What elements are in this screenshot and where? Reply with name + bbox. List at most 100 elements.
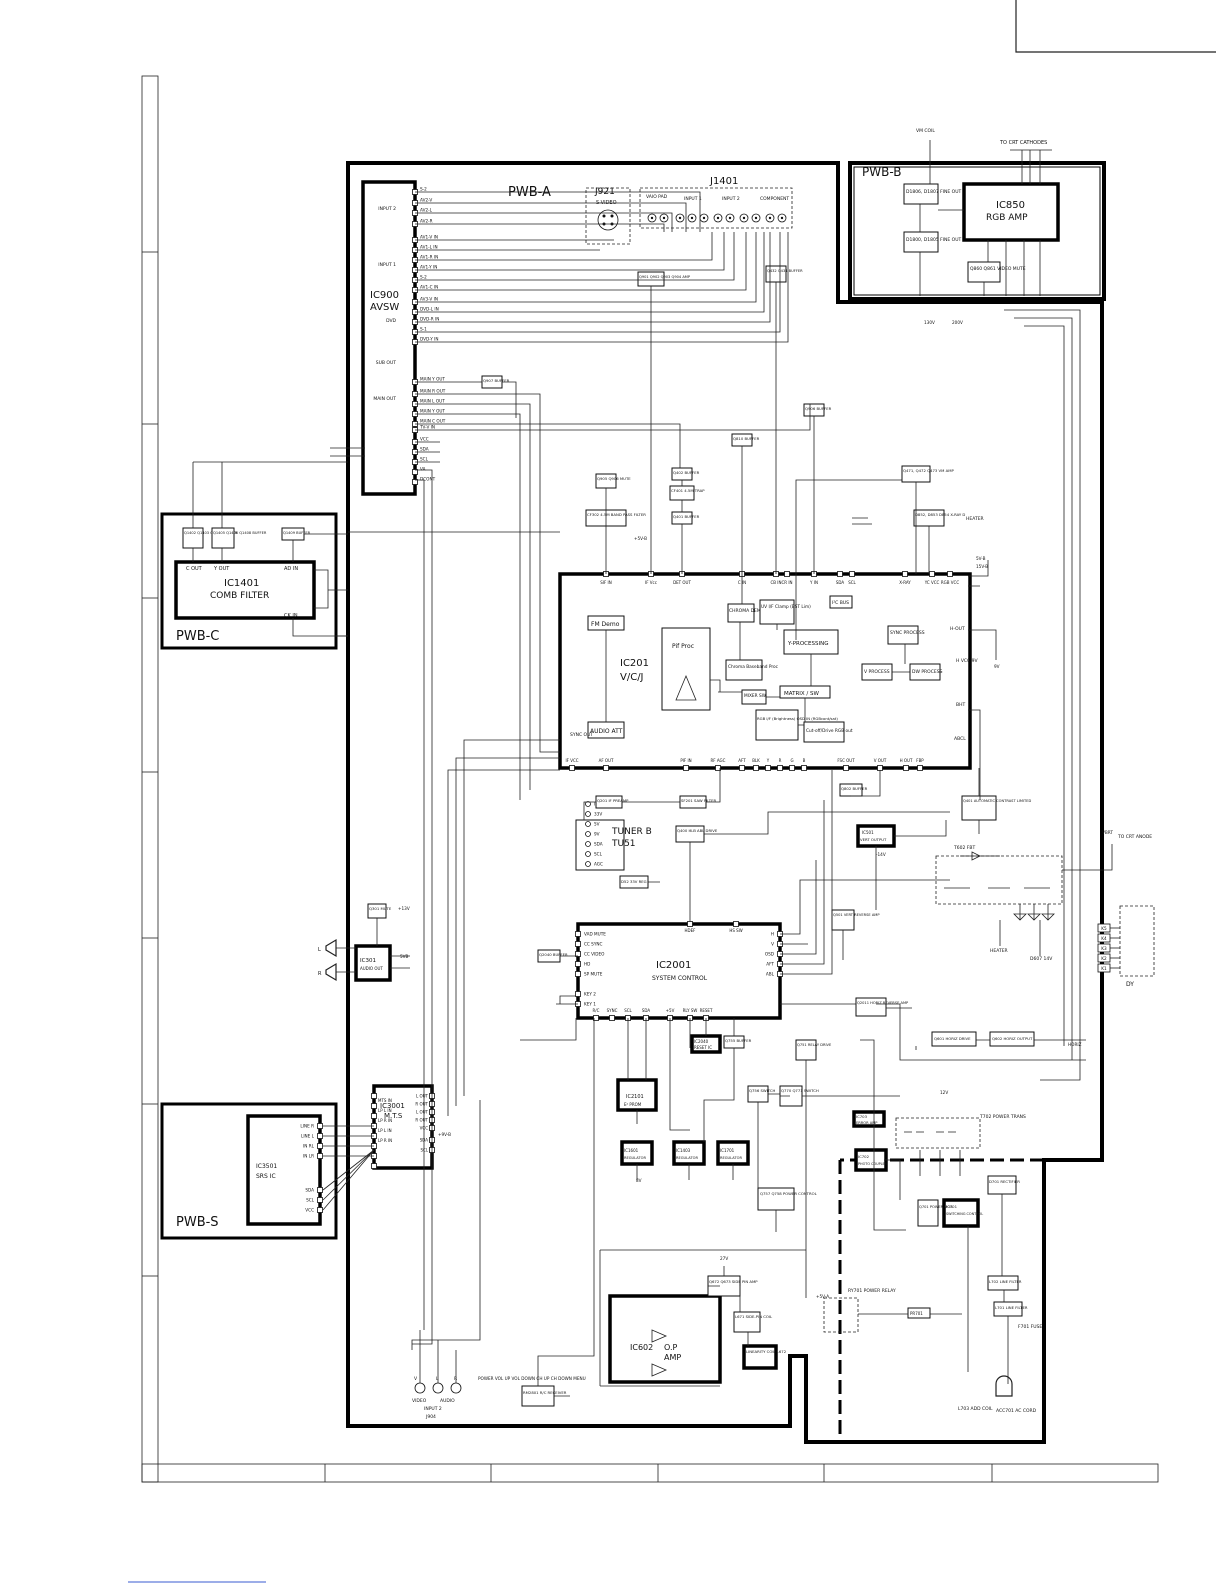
rca-jack-center — [728, 216, 732, 220]
ic1401-name: IC1401 — [224, 578, 259, 589]
ic1701-func: REGULATOR — [720, 1156, 742, 1160]
ic2001-bottom-pin-label: RESET — [700, 1008, 713, 1013]
pwb-c-blocks: IC1401 COMB FILTER Q1402 Q1403 Q1404 BUF… — [174, 462, 348, 637]
pr701-label: PR701 — [910, 1311, 923, 1316]
ic900-group-label: SUB OUT — [376, 360, 397, 366]
ic201-bottom-pin-label: FSC OUT — [837, 758, 855, 763]
ic602-func2: AMP — [664, 1353, 681, 1362]
ic3001-right-pin-label: L OUT — [416, 1110, 429, 1115]
supply-label: +5V-A — [816, 1294, 829, 1299]
ic201-top-pin-label: CB IN — [771, 580, 782, 585]
ic201-bottom-pin-label: BLK — [752, 758, 760, 763]
sf201-label: SF201 SAW FILTER — [681, 798, 716, 803]
ic201-bottom-pin — [789, 765, 795, 771]
ic2001-bottom-pin-label: SCL — [624, 1008, 632, 1013]
ic201-bottom-pin — [765, 765, 771, 771]
ic2001-bottom-pin-label: RLY SW — [683, 1008, 698, 1013]
comb-yout: Y OUT — [213, 566, 230, 572]
pif-proc-block: Pif Proc — [672, 643, 694, 650]
ic1403-func: REGULATOR — [676, 1156, 698, 1160]
ic201-top-pin — [902, 571, 908, 577]
ic3001-left-pin — [371, 1103, 377, 1109]
ic201-top-pin-label: SDA — [836, 580, 845, 585]
cf302-label: CF302 4.5M BAND PASS FILTER — [587, 512, 646, 517]
ic2001-right-pin-label: H — [771, 932, 774, 937]
comb-cout: C OUT — [186, 566, 203, 572]
ic201-bottom-pin-label: H OUT — [900, 758, 913, 763]
front-keys: POWER VOL UP VOL DOWN CH UP CH DOWN MENU — [478, 1376, 586, 1381]
ic602-func: O.P — [664, 1343, 678, 1352]
fm-demo-block: FM Demo — [591, 621, 620, 628]
ic2001-top-pin — [733, 921, 739, 927]
ic201-bottom-pin-label: FBP — [916, 758, 924, 763]
rca-jack-center — [716, 216, 720, 220]
tuner-name: TUNER B — [611, 827, 652, 837]
rca-jack-center — [780, 216, 784, 220]
ic201-hvcc: H VCC 9V — [956, 658, 978, 664]
d607-label: D607 14V — [1030, 956, 1053, 962]
j904-jacks: V L R VIDEO AUDIO INPUT 2 J904 POWER VOL… — [411, 1018, 595, 1420]
supply-label: +5V-B — [634, 536, 647, 541]
ic3501-pin-label: VCC — [305, 1208, 314, 1213]
ic201-top-pin-label: SCL — [848, 580, 856, 585]
rm2801-label: RM2801 R/C RECEIVER — [523, 1390, 567, 1395]
dy-pin-label: K5 — [1101, 926, 1107, 931]
ic201-top-pin-label: Y IN — [809, 580, 818, 585]
f701-label: F701 FUSE — [1018, 1324, 1042, 1330]
j1401-connector: J1401 VAIO PAD INPUT 1 INPUT 2 COMPONENT — [639, 176, 793, 229]
rca-jack-center — [702, 216, 706, 220]
j904-r-label: R — [454, 1376, 457, 1382]
ic3501-wire — [322, 1149, 375, 1211]
j1401-input2: INPUT 2 — [722, 196, 740, 202]
j921-connector: J921 S-VIDEO — [585, 187, 631, 245]
ic3001-left-pin-label: MTS IN — [378, 1098, 392, 1103]
ic201-bottom-pin — [843, 765, 849, 771]
q852-label: D852, D853 D854 X-RAY D — [915, 512, 965, 517]
ic3501-pin-label: IN LR — [303, 1154, 314, 1159]
v-process-block: V PROCESS — [864, 669, 890, 675]
l702-label: L702 LINE FILTER — [989, 1279, 1022, 1284]
q901-label: Q901 Q902 Q903 Q904 AMP — [639, 275, 691, 279]
supply-label: 200V — [952, 320, 963, 325]
ic3501-pin — [317, 1207, 323, 1213]
ic1403-name: IC1403 — [676, 1148, 691, 1153]
j1401-vaio: VAIO PAD — [646, 194, 668, 200]
ic900-pin-label: AV2-V — [420, 198, 432, 203]
q751-label: Q751 RELAY DRIVE — [797, 1043, 832, 1047]
ic900-pin-label: MAIN R OUT — [420, 389, 446, 394]
ic900-group-label: MAIN OUT — [373, 396, 396, 402]
ic2001-bottom-pin — [593, 1015, 599, 1021]
ic2001-left-pin-label: HD — [584, 962, 590, 967]
ic900-group-label: INPUT 1 — [378, 262, 396, 268]
ic3501-pin-label: LINE L — [301, 1134, 315, 1139]
ic201-top-pin-label: SIF IN — [600, 580, 611, 585]
ic301-name: IC301 — [360, 958, 376, 964]
tuner-pin-list: IF33V5V9VSDASCLAGC — [585, 801, 603, 867]
q401-label: Q401 BUFFER — [673, 514, 700, 519]
ic3501-pin — [317, 1187, 323, 1193]
ic900-group-label: DVD — [386, 318, 396, 324]
j1401-jacks — [647, 213, 787, 223]
comb-ckin: CK IN — [284, 613, 298, 619]
ic900-pin — [412, 469, 418, 475]
ic3501-pin — [317, 1123, 323, 1129]
rca-jack-center — [662, 216, 666, 220]
q802-label: Q802 BUFFER — [841, 786, 868, 791]
j1401-label: J1401 — [709, 176, 738, 187]
supply-label: 5V-B — [976, 556, 986, 561]
tuner-pin — [585, 811, 591, 817]
q601-label: Q601 HORIZ DRIVE — [934, 1036, 971, 1041]
ic501-func: VERT OUTPUT — [860, 837, 887, 842]
ic201-bht: BHT — [956, 702, 965, 708]
ic3001-right-pin-label: SCL — [420, 1148, 428, 1153]
j904-video-label: V — [414, 1376, 418, 1382]
ic2001-left-pin — [575, 941, 581, 947]
ic2001-left-pin — [575, 961, 581, 967]
ic201-top-pin-label: X-RAY — [899, 580, 911, 585]
ic900-pin-label: DVD-L IN — [420, 307, 439, 312]
ic900-pin-label: AV3-V IN — [420, 297, 438, 302]
tuner-pin — [585, 851, 591, 857]
